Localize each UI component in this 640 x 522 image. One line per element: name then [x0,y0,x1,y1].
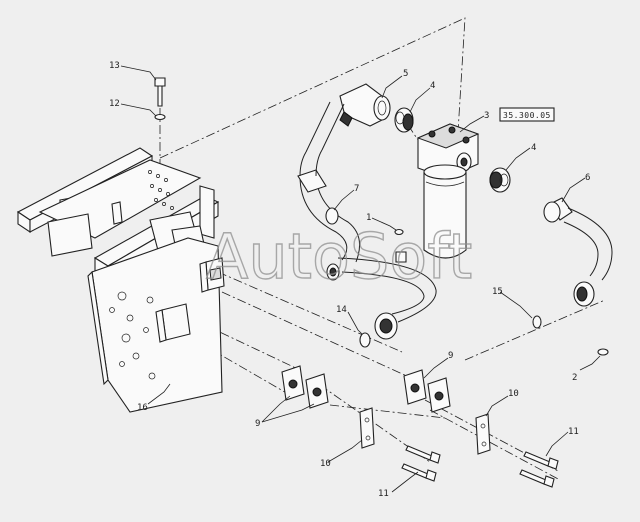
bolt-13 [154,77,166,107]
o-ring-15 [532,315,542,329]
leader-lines [120,65,601,493]
watermark: AutoSoft [206,220,472,293]
callout-7: 7 [354,184,359,194]
callout-5: 5 [403,69,408,79]
callout-9-left: 9 [255,419,260,429]
hose-14-assembly [326,257,437,340]
callout-11-left: 11 [378,489,389,499]
callout-15: 15 [492,287,503,297]
frame-clip-bracket [199,257,225,293]
callouts: 13 12 5 4 3 4 6 7 1 14 15 2 9 9 10 10 11… [109,61,590,499]
callout-13: 13 [109,61,120,71]
o-ring-2 [597,348,609,356]
fitting-near-filter [395,251,407,263]
callout-10-right: 10 [508,389,519,399]
plate-holes [148,170,174,210]
callout-4-right: 4 [531,143,536,153]
callout-6: 6 [585,173,590,183]
cover-plate-10-right [475,413,491,455]
plate-clip-bracket [155,303,191,343]
bolts-11-right [519,451,559,488]
fitting-1 [394,228,404,236]
callout-4-upper: 4 [430,81,435,91]
bolts-11-left [401,445,441,482]
callout-16: 16 [137,403,148,413]
washer-12 [154,113,166,121]
fitting-4-right [489,167,511,193]
callout-12: 12 [109,99,120,109]
callout-2: 2 [572,373,577,383]
callout-9-right: 9 [448,351,453,361]
reference-box[interactable]: 35.300.05 [499,107,555,122]
reference-box-text: 35.300.05 [503,111,551,120]
cover-plate-10-left [359,407,375,449]
callout-11-right: 11 [568,427,579,437]
hose-7 [297,101,361,263]
fitting-4-upper [394,107,414,133]
callout-14: 14 [336,305,347,315]
clamp-halves-9-left [281,365,329,409]
callout-1: 1 [366,213,371,223]
callout-3: 3 [484,111,489,121]
o-ring-14 [359,332,371,348]
vertical-plate [87,237,223,413]
clamp-halves-9-right [403,369,451,413]
callout-10-left: 10 [320,459,331,469]
elbow-fitting-5 [339,83,391,127]
vertical-plate-holes [109,291,156,380]
hose-6 [543,197,613,307]
